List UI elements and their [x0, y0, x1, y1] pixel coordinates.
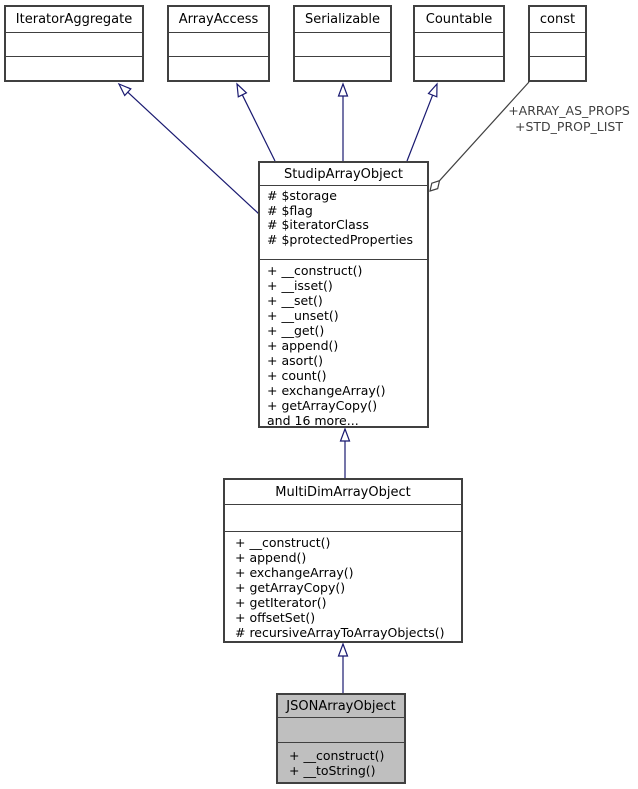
inheritance-edge-arrayaccess — [236, 82, 276, 162]
class-title-countable: Countable — [415, 7, 503, 33]
attributes-compartment-empty — [415, 33, 503, 57]
class-box-const: const — [528, 5, 587, 82]
attribute-line: # $iteratorClass — [267, 217, 369, 232]
class-title-studiparrayobject: StudipArrayObject — [260, 163, 427, 186]
method-line: + exchangeArray() — [267, 383, 386, 398]
attributes-compartment-empty — [295, 33, 390, 57]
class-title-iteratoraggregate: IteratorAggregate — [6, 7, 142, 33]
class-box-countable: Countable — [413, 5, 505, 82]
method-line: + __construct() — [235, 535, 331, 550]
attributes-compartment: # $storage # $flag # $iteratorClass # $p… — [260, 186, 427, 260]
method-line: + getArrayCopy() — [267, 398, 378, 413]
attributes-compartment-empty — [278, 718, 404, 743]
methods-compartment-empty — [530, 57, 585, 80]
inheritance-edge-serializable — [337, 82, 349, 161]
attributes-compartment-empty — [169, 33, 268, 57]
method-line: + exchangeArray() — [235, 565, 354, 580]
method-line: + __get() — [267, 323, 325, 338]
methods-compartment-empty — [169, 57, 268, 80]
methods-compartment: + __construct() + __isset() + __set() + … — [260, 260, 427, 426]
usage-edge-const — [429, 81, 530, 192]
class-box-studiparrayobject[interactable]: StudipArrayObject # $storage # $flag # $… — [258, 161, 429, 428]
class-title-const: const — [530, 7, 585, 33]
method-line: + __toString() — [289, 763, 376, 778]
const-usage-label-line1: +ARRAY_AS_PROPS — [508, 103, 630, 118]
methods-compartment: + __construct() + append() + exchangeArr… — [225, 532, 461, 641]
const-usage-edge-label: +ARRAY_AS_PROPS +STD_PROP_LIST — [500, 103, 638, 135]
attribute-line: # $protectedProperties — [267, 231, 414, 247]
more-members-line: and 16 more... — [267, 413, 359, 426]
class-title-arrayaccess: ArrayAccess — [169, 7, 268, 33]
class-title-serializable: Serializable — [295, 7, 390, 33]
class-box-jsonarrayobject: JSONArrayObject + __construct() + __toSt… — [276, 693, 406, 784]
class-box-iteratoraggregate: IteratorAggregate — [4, 5, 144, 82]
methods-compartment: + __construct() + __toString() — [278, 743, 404, 782]
methods-compartment-empty — [295, 57, 390, 80]
inheritance-edge-multidim-to-studip — [339, 427, 351, 478]
const-usage-label-line2: +STD_PROP_LIST — [515, 119, 623, 134]
class-title-jsonarrayobject: JSONArrayObject — [278, 695, 404, 718]
attributes-compartment-empty — [530, 33, 585, 57]
method-line: # recursiveArrayToArrayObjects() — [235, 625, 445, 640]
method-line: + append() — [235, 550, 307, 565]
method-line: + getArrayCopy() — [235, 580, 346, 595]
method-line: + __unset() — [267, 308, 339, 323]
class-box-multidimarrayobject[interactable]: MultiDimArrayObject + __construct() + ap… — [223, 478, 463, 643]
method-line: + append() — [267, 338, 339, 353]
method-line: + __construct() — [289, 748, 385, 763]
class-title-multidimarrayobject: MultiDimArrayObject — [225, 480, 461, 505]
inheritance-edge-json-to-multidim — [337, 642, 349, 693]
method-line: + __construct() — [267, 263, 363, 278]
method-line: + getIterator() — [235, 595, 327, 610]
class-box-serializable: Serializable — [293, 5, 392, 82]
attributes-compartment-empty — [6, 33, 142, 57]
attribute-line: # $flag — [267, 202, 313, 218]
inheritance-edge-countable — [406, 82, 438, 162]
inheritance-edge-iteratoraggregate — [117, 82, 260, 215]
method-line: + __set() — [267, 293, 323, 308]
method-line: + offsetSet() — [235, 610, 316, 625]
methods-compartment-empty — [415, 57, 503, 80]
method-line: + asort() — [267, 353, 324, 368]
attribute-line: # $storage — [267, 188, 337, 203]
method-line: + count() — [267, 368, 327, 383]
method-line: + __isset() — [267, 278, 333, 293]
class-box-arrayaccess: ArrayAccess — [167, 5, 270, 82]
methods-compartment-empty — [6, 57, 142, 80]
attributes-compartment-empty — [225, 505, 461, 532]
